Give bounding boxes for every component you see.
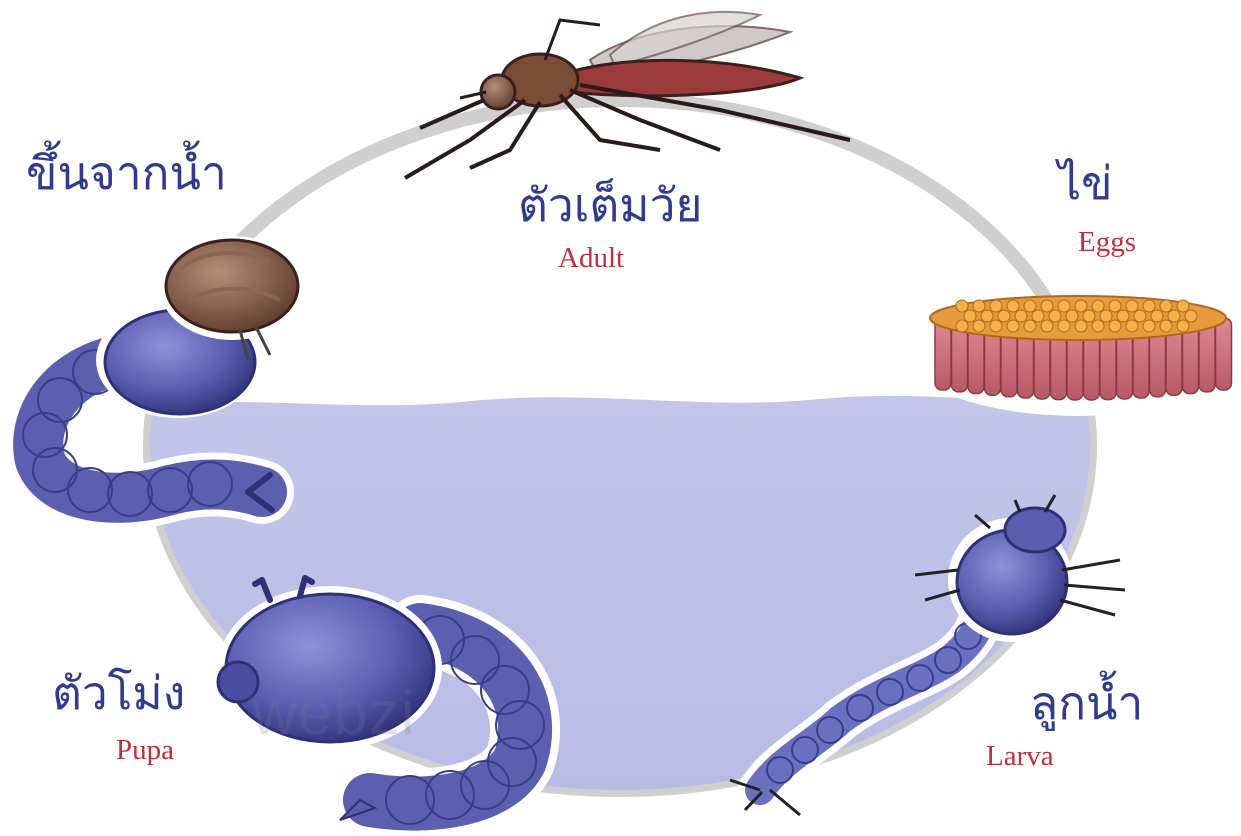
eggs-label-thai: ไข่ xyxy=(1058,160,1113,206)
adult-label-thai: ตัวเต็มวัย xyxy=(518,182,702,228)
eggs-label-english: Eggs xyxy=(1078,228,1136,257)
emerging-adult-icon xyxy=(23,236,304,516)
adult-label-english: Adult xyxy=(558,244,624,273)
pupa-label-english: Pupa xyxy=(116,736,174,765)
mosquito-adult-icon xyxy=(405,12,850,178)
larva-label-thai: ลูกน้ำ xyxy=(1030,680,1143,726)
emerging-label: ขึ้นจากน้ำ xyxy=(26,150,227,196)
watermark: webzi xyxy=(252,678,416,749)
pupa-label-thai: ตัวโม่ง xyxy=(52,670,185,716)
larva-label-english: Larva xyxy=(986,742,1054,771)
egg-raft-icon xyxy=(916,296,1240,416)
